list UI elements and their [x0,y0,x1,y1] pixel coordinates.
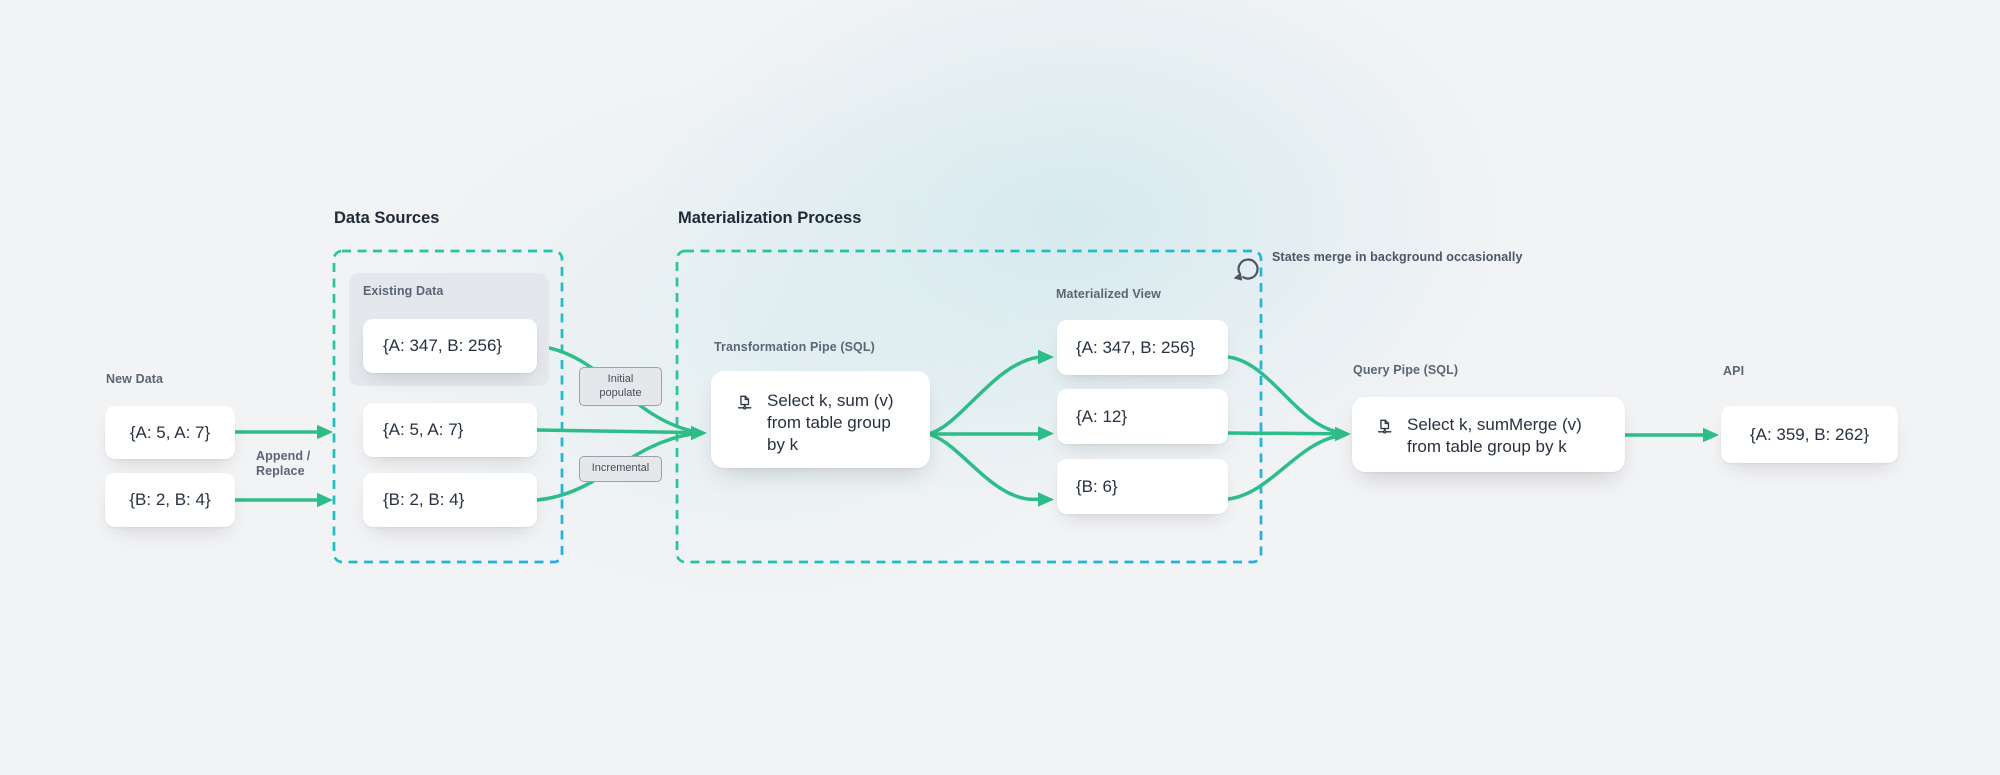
query-pipe-card: Select k, sumMerge (v) from table group … [1352,397,1625,472]
materialized-view-label: Materialized View [1056,287,1161,301]
transformation-sql-text: Select k, sum (v) from table group by k [767,391,894,454]
new-data-item-1-value: {A: 5, A: 7} [129,422,211,442]
arrow-view1-to-query [1226,355,1340,434]
transformation-pipe-card: Select k, sum (v) from table group by k [711,371,930,468]
api-result-card: {A: 359, B: 262} [1721,406,1898,463]
data-sources-item-1-value: {A: 5, A: 7} [383,420,464,439]
new-data-item-2-value: {B: 2, B: 4} [129,490,211,509]
existing-data-value-card: {A: 347, B: 256} [363,319,537,373]
refresh-icon [1233,258,1259,281]
pipe-icon [737,395,752,410]
existing-data-label: Existing Data [363,284,444,298]
chip-initial-populate: Initial populate [579,367,662,406]
append-replace-label: Append / Replace [256,449,311,478]
arrow-view3-to-query [1226,434,1340,501]
materialization-title: Materialization Process [678,209,862,227]
data-sources-item-1: {A: 5, A: 7} [363,403,537,457]
new-data-item-1: {A: 5, A: 7} [105,406,235,459]
new-data-item-2: {B: 2, B: 4} [105,473,235,527]
arrow-item1-to-pipe [535,428,694,435]
flow-arrows [233,344,1706,502]
materialization-dashed-border [675,249,1263,564]
chip-incremental: Incremental [579,456,662,482]
materialized-view-item-2: {A: 12} [1057,389,1228,444]
existing-data-value: {A: 347, B: 256} [383,336,503,355]
transformation-pipe-label: Transformation Pipe (SQL) [714,340,875,354]
api-result-value: {A: 359, B: 262} [1749,424,1870,444]
arrowheads [317,349,1719,508]
materialized-view-item-3: {B: 6} [1057,459,1228,514]
pipe-icon [1377,419,1392,434]
arrow-pipe-to-view3 [928,432,1042,501]
data-sources-title: Data Sources [334,209,440,227]
materialized-view-item-1: {A: 347, B: 256} [1057,320,1228,375]
query-pipe-label: Query Pipe (SQL) [1353,363,1459,377]
arrow-view2-to-query [1226,431,1340,436]
query-sql-text: Select k, sumMerge (v) from table group … [1407,415,1582,456]
data-sources-item-2: {B: 2, B: 4} [363,473,537,527]
api-label: API [1723,364,1745,378]
arrow-pipe-to-view1 [928,355,1042,436]
new-data-label: New Data [106,372,164,386]
data-sources-item-2-value: {B: 2, B: 4} [383,490,465,509]
data-sources-dashed-border [332,249,564,564]
merge-note: States merge in background occasionally [1272,250,1523,264]
